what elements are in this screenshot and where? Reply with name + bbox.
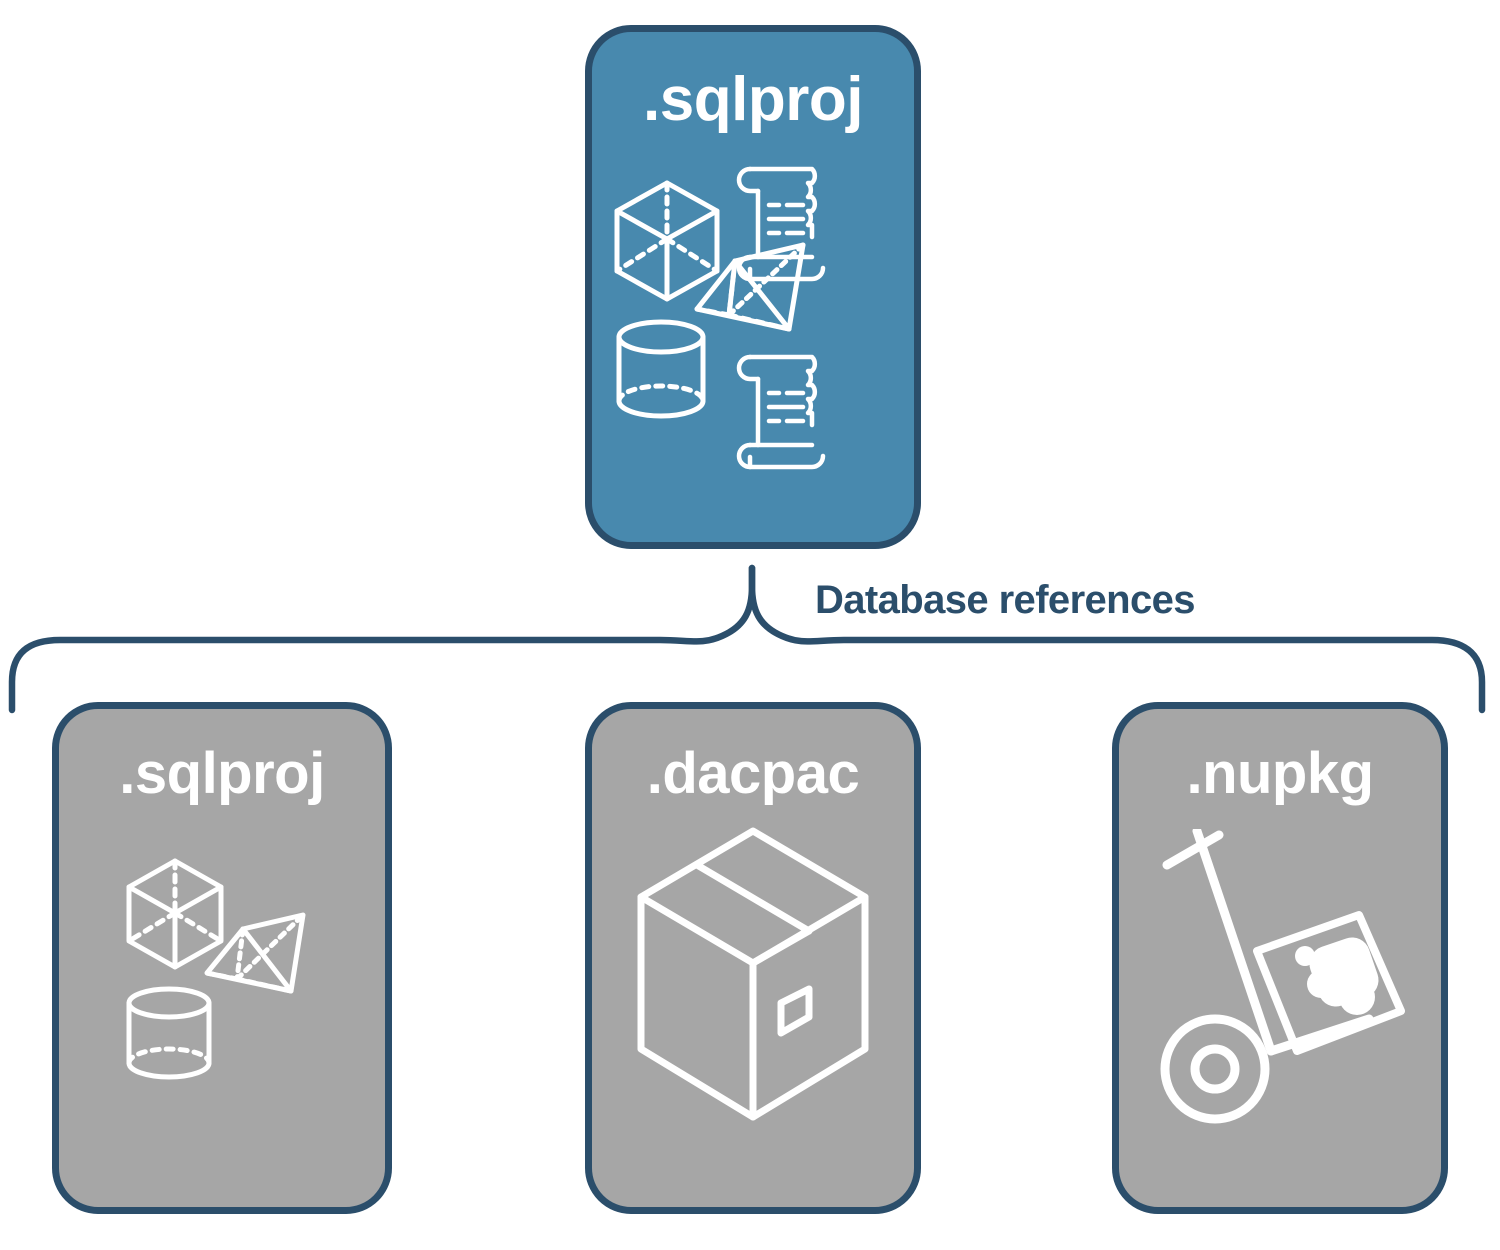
- node-icon-group-nupkg: [1119, 829, 1441, 1207]
- node-icon-group-sqlproj-child: [59, 851, 385, 1207]
- cylinder-icon: [126, 986, 212, 1080]
- node-icon-group-dacpac: [592, 821, 914, 1207]
- node-title-dacpac: .dacpac: [646, 741, 860, 806]
- shipping-box-icon: [637, 827, 869, 1121]
- cube-icon: [126, 858, 224, 970]
- scroll-icon: [736, 354, 826, 470]
- node-title-nupkg: .nupkg: [1186, 741, 1374, 806]
- cylinder-icon: [616, 319, 706, 419]
- node-card-dacpac[interactable]: .dacpac: [585, 702, 921, 1214]
- hand-truck-icon: [1160, 829, 1374, 1124]
- node-card-sqlproj-parent[interactable]: .sqlproj: [585, 25, 921, 549]
- node-title-sqlproj-parent: .sqlproj: [643, 65, 863, 134]
- nuget-logo-icon: [1295, 937, 1379, 1015]
- bracket-connector: [8, 564, 1486, 714]
- pyramid-icon: [694, 242, 806, 332]
- node-card-sqlproj-child[interactable]: .sqlproj: [52, 702, 392, 1214]
- cube-icon: [614, 180, 720, 302]
- node-title-sqlproj-child: .sqlproj: [119, 741, 325, 806]
- connector-label-database-references: Database references: [815, 578, 1196, 622]
- pyramid-icon: [204, 912, 306, 994]
- nuget-package-icon: [1253, 911, 1405, 1055]
- node-card-nupkg[interactable]: .nupkg: [1112, 702, 1448, 1214]
- node-icon-group-parent: [592, 149, 914, 542]
